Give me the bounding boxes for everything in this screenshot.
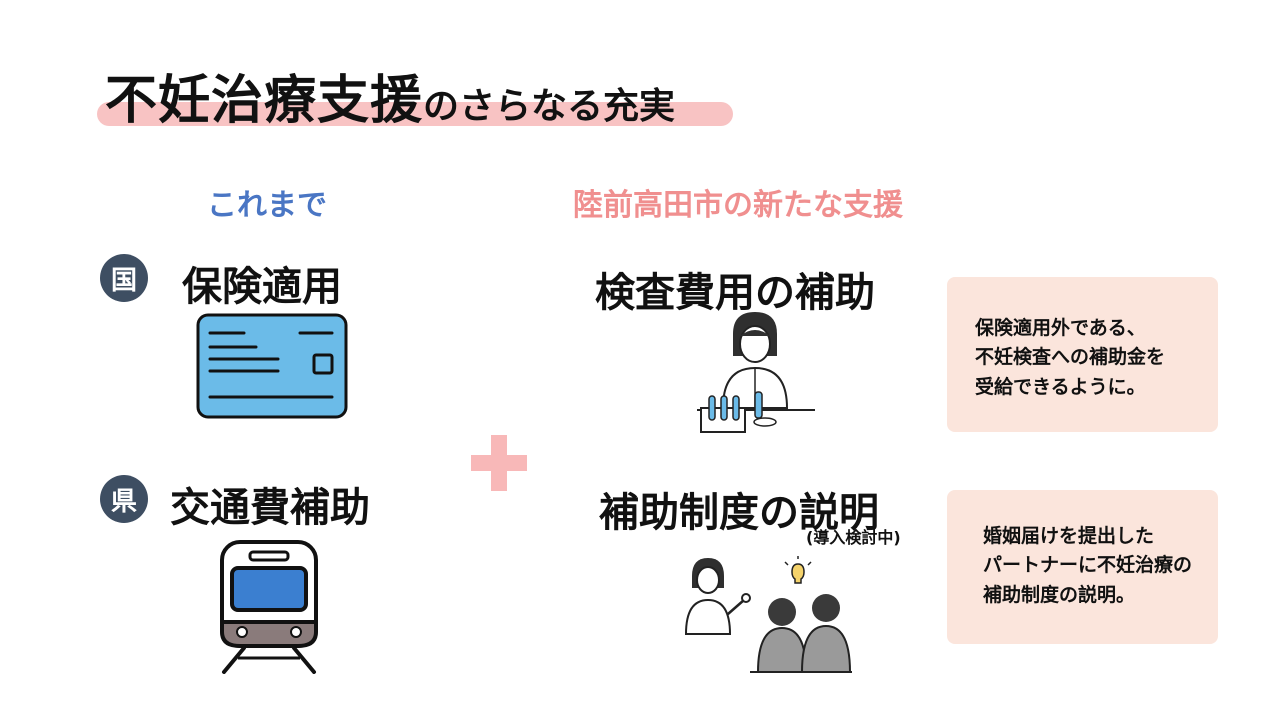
train-icon bbox=[220, 540, 318, 674]
note-line: 保険適用外である、 bbox=[975, 317, 1146, 339]
insurance-card-icon bbox=[196, 313, 348, 419]
new-label-program-explanation: 補助制度の説明 bbox=[599, 490, 879, 536]
badge-prefecture: 県 bbox=[100, 475, 148, 523]
page-title-main: 不妊治療支援 bbox=[105, 71, 424, 131]
plus-icon bbox=[471, 435, 527, 491]
note-line: パートナーに不妊治療の bbox=[983, 554, 1193, 577]
note-line: 不妊検査への補助金を bbox=[975, 346, 1166, 369]
note-program-explanation: 婚姻届けを提出した パートナーに不妊治療の 補助制度の説明。 bbox=[947, 490, 1218, 644]
note-exam-subsidy: 保険適用外である、 不妊検査への補助金を 受給できるように。 bbox=[947, 277, 1218, 432]
right-heading: 陸前高田市の新たな支援 bbox=[573, 188, 903, 223]
badge-national: 国 bbox=[100, 254, 148, 302]
page-title-suffix: のさらなる充実 bbox=[423, 86, 676, 127]
existing-label-insurance: 保険適用 bbox=[182, 264, 342, 310]
new-sublabel-under-review: (導入検討中) bbox=[806, 528, 901, 547]
left-heading: これまで bbox=[207, 188, 327, 223]
title-underline bbox=[97, 102, 733, 126]
note-line: 受給できるように。 bbox=[975, 375, 1146, 398]
new-label-exam-subsidy: 検査費用の補助 bbox=[595, 270, 875, 316]
presentation-illustration bbox=[684, 556, 852, 673]
note-line: 婚姻届けを提出した bbox=[983, 525, 1155, 547]
researcher-illustration bbox=[697, 312, 815, 433]
page-title: 不妊治療支援のさらなる充実 bbox=[105, 58, 675, 133]
existing-label-transport: 交通費補助 bbox=[170, 485, 370, 531]
note-line: 補助制度の説明。 bbox=[983, 583, 1136, 606]
